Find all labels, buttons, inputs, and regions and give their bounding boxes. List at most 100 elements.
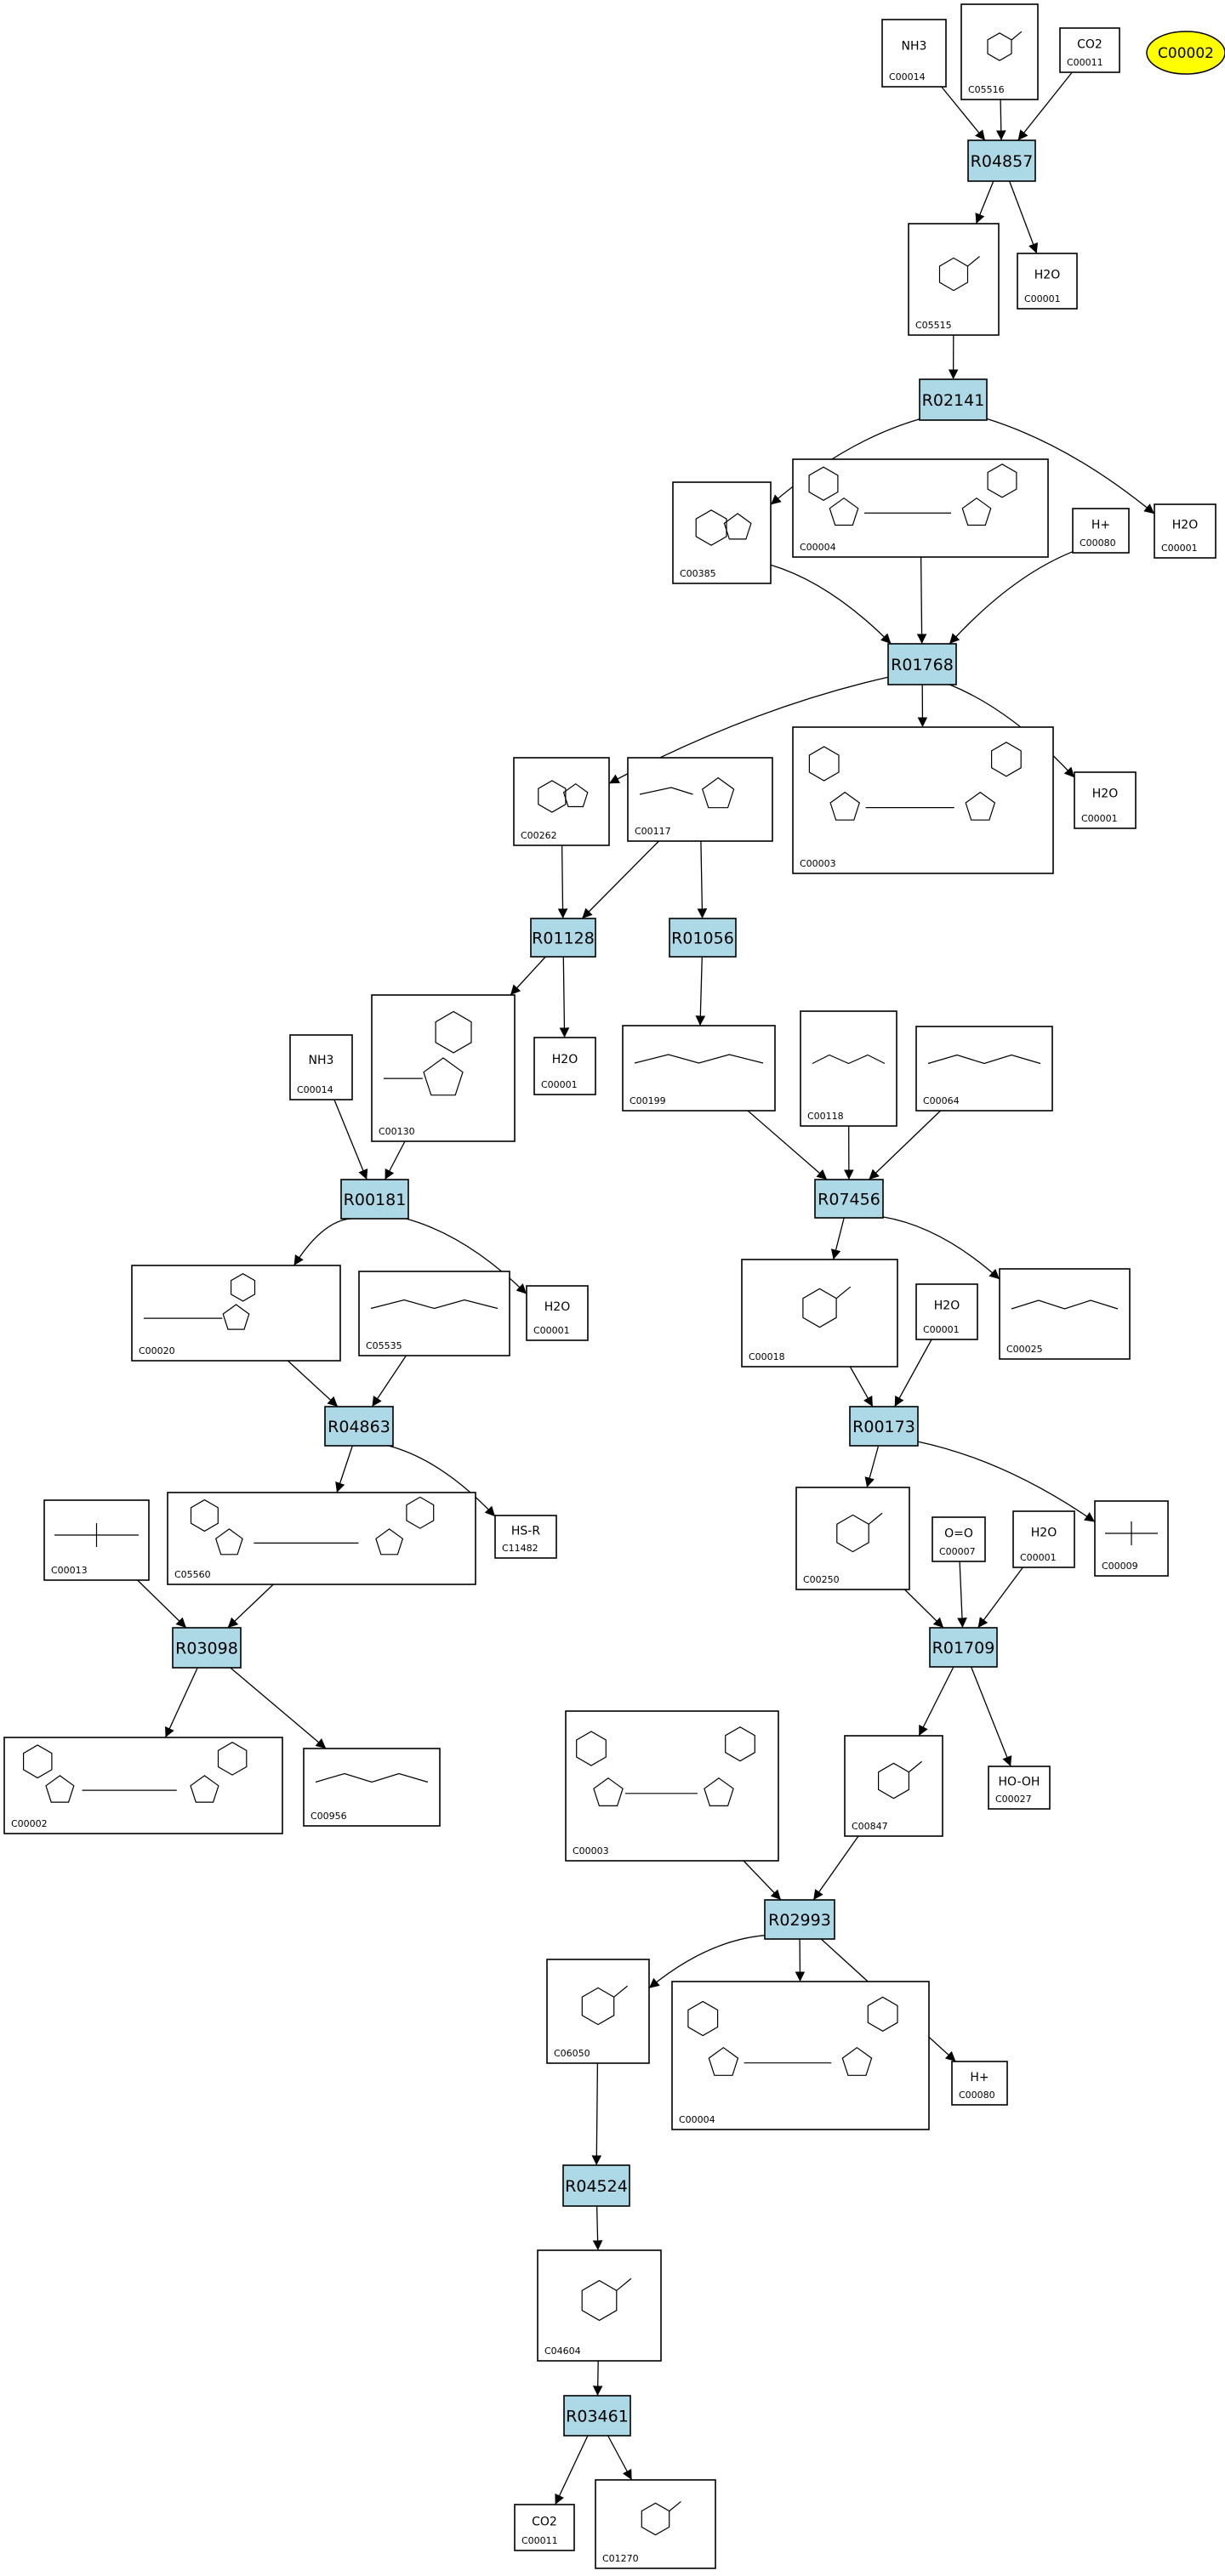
compound-box[interactable] [672, 481, 772, 584]
compound-node[interactable]: C05515 [908, 223, 1000, 336]
compound-node[interactable]: C00847 [844, 1735, 943, 1837]
reaction-box[interactable] [563, 2395, 631, 2437]
compound-box[interactable] [1059, 27, 1120, 73]
compound-box[interactable] [999, 1268, 1131, 1360]
compound-node[interactable]: C00004 [792, 458, 1049, 558]
reaction-box[interactable] [887, 643, 957, 685]
compound-box[interactable] [1154, 503, 1216, 559]
compound-box[interactable] [371, 994, 516, 1142]
compound-box[interactable] [513, 757, 610, 846]
compound-node[interactable]: C05535 [358, 1271, 510, 1356]
compound-node[interactable]: C00250 [795, 1487, 910, 1590]
compound-node[interactable]: C00118 [800, 1010, 897, 1127]
compound-node[interactable]: C00009 [1094, 1500, 1169, 1577]
reaction-node[interactable]: R04857 [967, 139, 1036, 182]
compound-box[interactable] [915, 1283, 978, 1340]
compound-node[interactable]: C00002 [3, 1737, 283, 1834]
reaction-box[interactable] [849, 1406, 919, 1447]
compound-node[interactable]: C00003 [565, 1710, 779, 1862]
compound-node[interactable]: C00956 [303, 1748, 441, 1827]
compound-box[interactable] [565, 1710, 779, 1862]
compound-box[interactable] [792, 726, 1054, 874]
compound-box[interactable] [741, 1259, 898, 1368]
compound-box[interactable] [3, 1737, 283, 1834]
compound-box[interactable] [1012, 1510, 1075, 1568]
compound-box[interactable] [792, 458, 1049, 558]
compound-node[interactable]: H+C00080 [1072, 508, 1130, 554]
compound-box[interactable] [546, 1959, 650, 2064]
reaction-node[interactable]: R00173 [849, 1406, 919, 1447]
compound-box[interactable] [844, 1735, 943, 1837]
compound-node[interactable]: C00004 [671, 1981, 930, 2130]
reaction-node[interactable]: R01709 [929, 1627, 998, 1668]
compound-box[interactable] [537, 2249, 662, 2362]
compound-box[interactable] [131, 1265, 341, 1362]
compound-box[interactable] [627, 757, 773, 842]
compound-box[interactable] [167, 1492, 476, 1585]
compound-node[interactable]: C00199 [622, 1025, 776, 1112]
compound-node[interactable]: H+C00080 [951, 2061, 1008, 2106]
reaction-box[interactable] [669, 918, 737, 958]
reaction-node[interactable]: R02141 [919, 378, 988, 421]
reaction-node[interactable]: R00181 [340, 1179, 409, 1220]
compound-box[interactable] [915, 1026, 1053, 1112]
compound-node[interactable]: C00018 [741, 1259, 898, 1368]
compound-box[interactable] [494, 1515, 557, 1559]
reaction-box[interactable] [764, 1899, 835, 1940]
highlight-layer[interactable]: C00002 [1146, 31, 1225, 75]
compound-node[interactable]: C04604 [537, 2249, 662, 2362]
reaction-node[interactable]: R07456 [814, 1179, 884, 1219]
reaction-node[interactable]: R02993 [764, 1899, 835, 1940]
reaction-box[interactable] [562, 2164, 630, 2207]
compound-box[interactable] [908, 223, 1000, 336]
reaction-box[interactable] [324, 1406, 394, 1447]
compound-box[interactable] [526, 1285, 589, 1341]
compound-box[interactable] [881, 19, 947, 88]
reaction-box[interactable] [929, 1627, 998, 1668]
compound-box[interactable] [795, 1487, 910, 1590]
reaction-box[interactable] [172, 1627, 242, 1669]
compound-node[interactable]: C00262 [513, 757, 610, 846]
compound-node[interactable]: C00025 [999, 1268, 1131, 1360]
compound-box[interactable] [671, 1981, 930, 2130]
compound-box[interactable] [358, 1271, 510, 1356]
reaction-node[interactable]: R01056 [669, 918, 737, 958]
reaction-node[interactable]: R03098 [172, 1627, 242, 1669]
reaction-node[interactable]: R04524 [562, 2164, 630, 2207]
reaction-node[interactable]: R01768 [887, 643, 957, 685]
reaction-box[interactable] [919, 378, 988, 421]
compound-box[interactable] [988, 1766, 1051, 1810]
reaction-box[interactable] [340, 1179, 409, 1220]
compound-node[interactable]: C00020 [131, 1265, 341, 1362]
compound-box[interactable] [533, 1037, 596, 1095]
compound-node[interactable]: C05560 [167, 1492, 476, 1585]
compound-node[interactable]: C00117 [627, 757, 773, 842]
compound-node[interactable]: C00130 [371, 994, 516, 1142]
compound-box[interactable] [303, 1748, 441, 1827]
compound-box[interactable] [1074, 771, 1137, 829]
compound-node[interactable]: C00003 [792, 726, 1054, 874]
compound-node[interactable]: C05516 [960, 3, 1039, 100]
compound-node[interactable]: C00064 [915, 1026, 1053, 1112]
compound-box[interactable] [289, 1034, 353, 1100]
compound-node[interactable]: C00013 [43, 1499, 150, 1581]
compound-box[interactable] [1072, 508, 1130, 554]
reaction-box[interactable] [814, 1179, 884, 1219]
compound-node[interactable]: C01270 [595, 2479, 716, 2569]
compound-box[interactable] [622, 1025, 776, 1112]
highlight-compound-ellipse[interactable] [1146, 31, 1225, 75]
compound-node[interactable]: C00385 [672, 481, 772, 584]
reaction-box[interactable] [967, 139, 1036, 182]
